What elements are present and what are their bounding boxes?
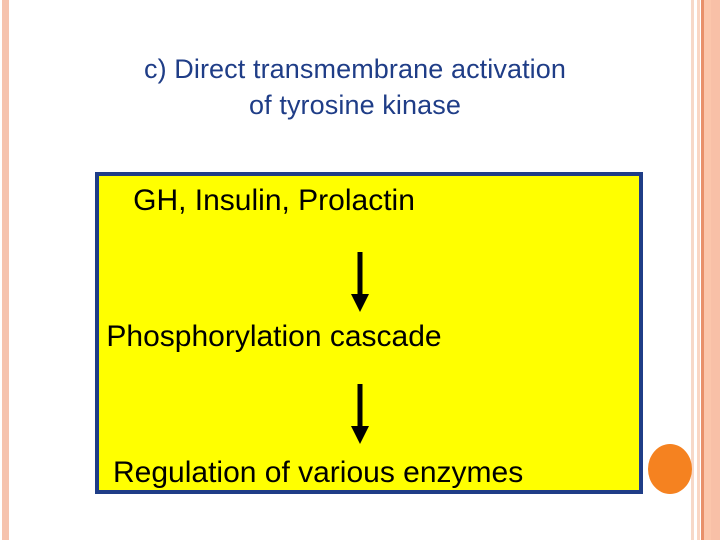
arrow-down-icon: [344, 252, 376, 319]
edge-stripe-left: [2, 0, 9, 540]
orange-circle-decoration: [648, 444, 692, 494]
slide-title: c) Direct transmembrane activation of ty…: [40, 52, 670, 123]
slide-title-line-1: c) Direct transmembrane activation: [143, 54, 567, 84]
pathway-box: [95, 172, 643, 494]
arrow-down-icon: [344, 384, 376, 451]
slide-title-line-2: of tyrosine kinase: [249, 89, 461, 120]
edge-stripe-right-1: [691, 0, 694, 540]
pathway-step-regulation: Regulation of various enzymes: [113, 456, 524, 489]
edge-stripe-right-3: [701, 0, 704, 540]
edge-stripe-right-4: [704, 0, 711, 540]
pathway-step-ligands: GH, Insulin, Prolactin: [133, 184, 415, 217]
edge-stripe-right-2: [697, 0, 700, 540]
pathway-step-cascade: Phosphorylation cascade: [106, 320, 442, 353]
edge-stripe-right-5: [711, 0, 720, 540]
